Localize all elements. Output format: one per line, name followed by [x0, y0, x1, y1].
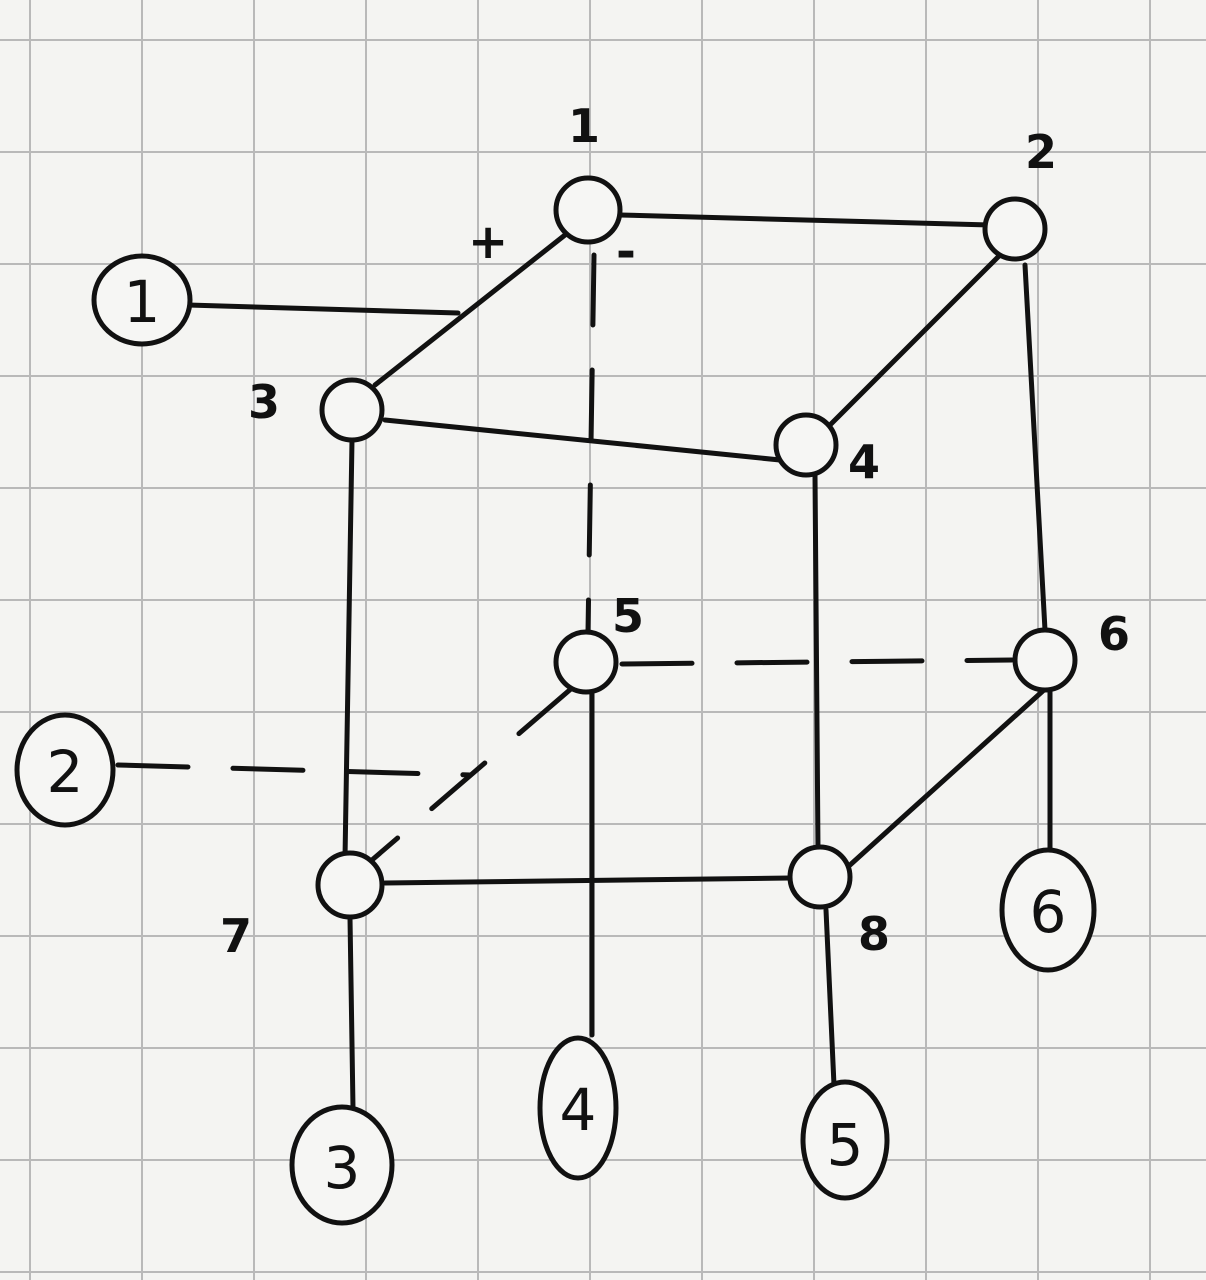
node-label-8: 8	[858, 907, 890, 961]
lead-1	[185, 302, 461, 316]
edge-4-8	[812, 472, 821, 853]
edge-6-8	[847, 677, 1058, 868]
lead-3	[347, 915, 356, 1111]
terminal-label-5: 5	[827, 1111, 864, 1179]
terminal-label-2: 2	[47, 738, 84, 806]
node-3	[319, 377, 385, 443]
terminal-4	[537, 1035, 619, 1181]
node-label-4: 4	[848, 435, 880, 489]
hidden-edges	[369, 252, 1015, 863]
edge-1-3	[372, 232, 568, 388]
node-4	[773, 412, 839, 478]
edge-2-4	[827, 252, 1003, 428]
edge-3-7	[342, 437, 355, 861]
edge-5-6	[619, 657, 1015, 667]
node-label-3: 3	[248, 375, 280, 429]
edge-2-6	[1022, 262, 1048, 633]
node-2	[982, 196, 1048, 262]
node-5	[553, 629, 619, 695]
terminal-1	[91, 253, 193, 347]
edge-3-4	[382, 417, 783, 463]
terminal-2	[14, 712, 116, 828]
cube-nodes	[315, 175, 1078, 920]
edge-7-8	[382, 875, 793, 886]
node-6	[1012, 627, 1078, 693]
terminal-label-1: 1	[124, 268, 161, 336]
node-7	[315, 850, 385, 920]
edge-1-5	[585, 252, 597, 635]
terminal-label-3: 3	[324, 1134, 361, 1202]
cube-edges	[342, 212, 1058, 1038]
terminal-6	[999, 847, 1097, 973]
terminal-5	[800, 1079, 890, 1201]
node-labels: 1 2 3 4 5 6 7 8	[220, 99, 1130, 963]
terminal-label-6: 6	[1030, 878, 1067, 946]
terminal-label-4: 4	[560, 1076, 597, 1144]
terminals: 1 2 3 4 5 6	[14, 253, 1097, 1226]
node-label-7: 7	[220, 909, 252, 963]
lead-5	[823, 907, 837, 1088]
terminal-3	[289, 1104, 395, 1226]
lead-2	[115, 762, 473, 778]
terminal-leads	[115, 302, 1053, 1111]
plus-sign: +	[468, 214, 508, 270]
node-8	[787, 844, 853, 910]
node-label-2: 2	[1025, 125, 1057, 179]
node-label-1: 1	[568, 99, 600, 153]
edge-1-2	[617, 212, 993, 228]
minus-sign: -	[616, 224, 636, 280]
node-label-6: 6	[1098, 607, 1130, 661]
node-label-5: 5	[612, 589, 644, 643]
node-1	[553, 175, 623, 245]
